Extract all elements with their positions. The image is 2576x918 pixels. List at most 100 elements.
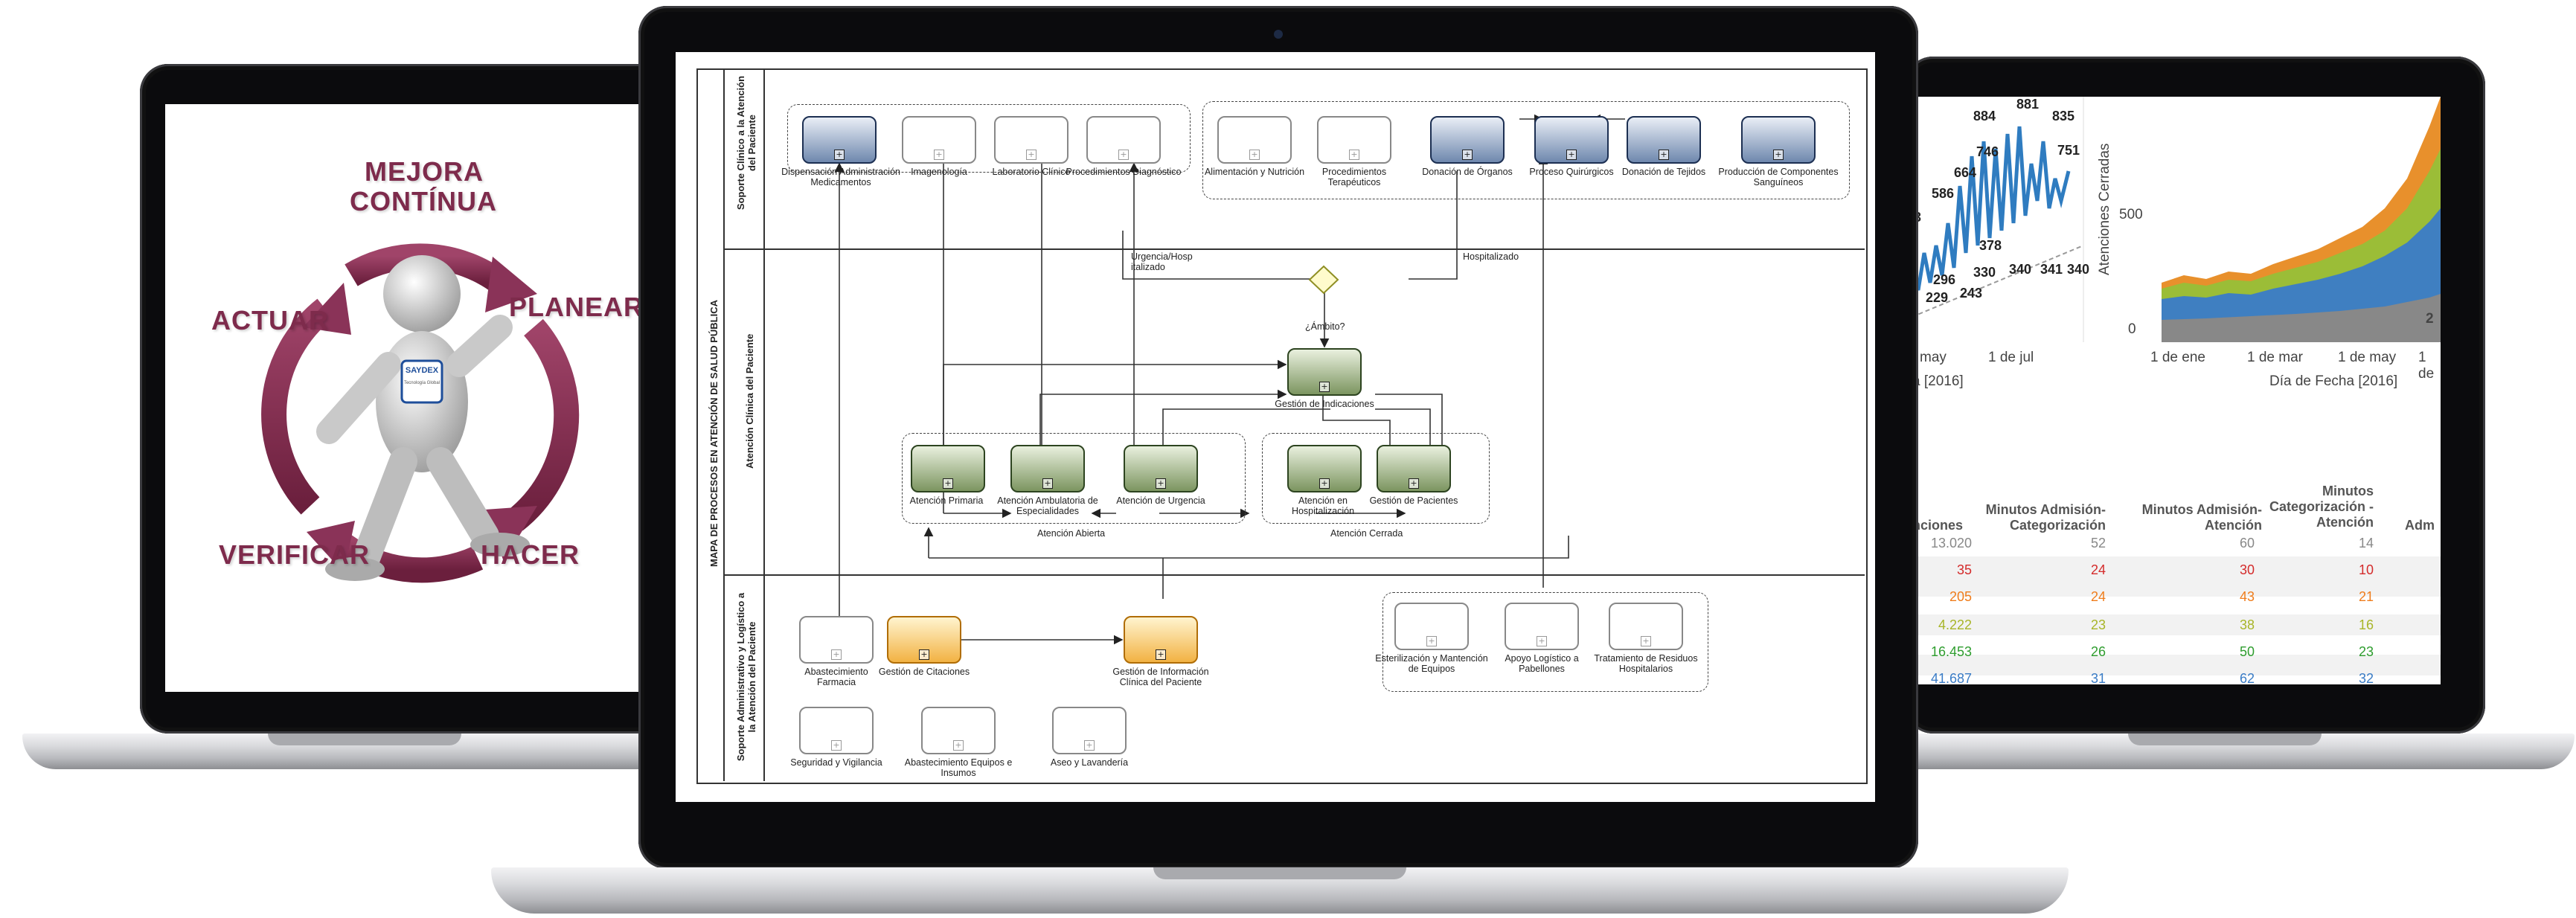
task-atencion-ambulatoria[interactable]: + [1010, 445, 1085, 492]
task-apoyo-logistico[interactable]: + [1505, 603, 1579, 650]
cell-r4c1: 26 [2090, 644, 2106, 659]
laptop-right-base [1875, 734, 2575, 769]
label-atencion-primaria: Atención Primaria [909, 495, 984, 506]
label-procedimientos-diag: Procedimientos Diagnóstico [1066, 167, 1182, 177]
task-atencion-primaria[interactable]: + [911, 445, 985, 492]
cell-r1c2: 30 [2239, 562, 2255, 577]
th-adm: Adm [2405, 518, 2435, 533]
task-gestion-indicaciones[interactable]: + [1287, 348, 1362, 396]
label-donacion-organos: Donación de Órganos [1422, 167, 1513, 177]
task-esterilizacion[interactable]: + [1394, 603, 1469, 650]
label-gestion-info: Gestión de Información Clínica del Pacie… [1112, 667, 1209, 687]
cell-r2c0: 205 [1949, 589, 1972, 604]
value-340b: 340 [2067, 262, 2090, 277]
task-procedimientos-ter[interactable]: + [1317, 116, 1391, 164]
left-x-tick-may: may [1920, 350, 1947, 365]
bpmn-pool [696, 68, 1868, 784]
value-296: 296 [1933, 272, 1956, 287]
cell-r1c0: 35 [1956, 562, 1972, 577]
label-continua: CONTÍNUA [350, 186, 497, 216]
cell-r5c3: 32 [2358, 671, 2374, 684]
label-tratamiento-residuos: Tratamiento de Residuos Hospitalarios [1594, 653, 1698, 674]
laptop-center-screen: MAPA DE PROCESOS EN ATENCIÓN DE SALUD PÚ… [676, 52, 1875, 802]
label-hacer: HACER [481, 539, 580, 570]
task-tratamiento-residuos[interactable]: + [1609, 603, 1683, 650]
cell-r5c1: 31 [2090, 671, 2106, 684]
laptop-left-base [22, 734, 707, 769]
label-apoyo-logistico: Apoyo Logístico a Pabellones [1505, 653, 1579, 674]
camera-icon [1274, 30, 1283, 39]
value-881: 881 [2016, 97, 2040, 112]
label-gestion-indicaciones: Gestión de Indicaciones [1275, 399, 1374, 409]
label-atencion-abierta: Atención Abierta [1037, 528, 1106, 539]
cell-r0c1: 52 [2090, 536, 2106, 551]
label-urgencia: Urgencia/Hosp italizado [1131, 251, 1193, 272]
task-procedimientos-diag[interactable]: + [1086, 116, 1161, 164]
task-gestion-pacientes[interactable]: + [1377, 445, 1451, 492]
th-min-adm-cat: Minutos Admisión-Categorización [1985, 502, 2106, 533]
group-atencion-abierta [902, 433, 1246, 524]
task-abastecimiento-farmacia[interactable]: + [799, 616, 874, 664]
gateway-ambito [1308, 265, 1339, 295]
task-gestion-citaciones[interactable]: + [887, 616, 961, 664]
badge-title: SAYDEX [405, 366, 439, 375]
task-alimentacion[interactable]: + [1217, 116, 1292, 164]
task-gestion-info[interactable]: + [1124, 616, 1198, 664]
table-row-stripe [1905, 655, 2441, 675]
right-x-tick-1: 1 de mar [2247, 350, 2303, 365]
lane-divider-1 [725, 248, 1865, 250]
value-330: 330 [1973, 265, 1996, 280]
cell-r4c0: 16.453 [1930, 644, 1972, 659]
table-row-stripe [1905, 614, 2441, 635]
task-aseo[interactable]: + [1052, 707, 1127, 754]
right-area-chart [2162, 97, 2441, 342]
group-soporte-clinico-1 [787, 104, 1191, 173]
right-y-tick-0: 0 [2128, 321, 2136, 337]
cell-r5c0: 41.687 [1930, 671, 1972, 684]
task-seguridad[interactable]: + [799, 707, 874, 754]
laptop-left-screen: SAYDEX Tecnología Global MEJORA CONTÍNUA… [165, 104, 679, 692]
value-835: 835 [2052, 109, 2075, 123]
badge-subtitle: Tecnología Global [403, 381, 440, 385]
cell-r3c0: 4.222 [1938, 617, 1972, 632]
label-donacion-tejidos: Donación de Tejidos [1621, 167, 1706, 177]
label-gestion-pacientes: Gestión de Pacientes [1369, 495, 1458, 506]
right-y-tick-500: 500 [2119, 207, 2143, 222]
label-imagenologia: Imagenología [911, 167, 967, 177]
label-esterilizacion: Esterilización y Mantención de Equipos [1375, 653, 1488, 674]
value-341: 341 [2040, 262, 2063, 277]
label-atencion-cerrada: Atención Cerrada [1330, 528, 1403, 539]
label-alimentacion: Alimentación y Nutrición [1204, 167, 1305, 177]
pool-header-divider [723, 68, 725, 781]
th-atenciones: enciones [1905, 518, 1964, 533]
cell-r1c1: 24 [2090, 562, 2106, 577]
label-atencion-hosp: Atención en Hospitalización [1291, 495, 1355, 516]
task-produccion-componentes[interactable]: + [1741, 116, 1816, 164]
cell-r2c1: 24 [2090, 589, 2106, 604]
task-proceso-quirurgicos[interactable]: + [1534, 116, 1609, 164]
value-243: 243 [1960, 286, 1983, 301]
task-dispensacion[interactable]: + [802, 116, 877, 164]
task-laboratorio[interactable]: + [994, 116, 1068, 164]
task-abastecimiento-equipos[interactable]: + [921, 707, 996, 754]
task-donacion-organos[interactable]: + [1430, 116, 1505, 164]
value-340: 340 [2009, 262, 2032, 277]
task-atencion-urgencia[interactable]: + [1124, 445, 1198, 492]
task-imagenologia[interactable]: + [902, 116, 976, 164]
label-ambito: ¿Ámbito? [1305, 321, 1345, 332]
group-atencion-cerrada [1262, 433, 1490, 524]
label-procedimientos-ter: Procedimientos Terapéuticos [1321, 167, 1387, 187]
left-x-tick-jul: 1 de jul [1988, 350, 2034, 365]
label-gestion-citaciones: Gestión de Citaciones [878, 667, 970, 677]
cell-r0c3: 14 [2358, 536, 2374, 551]
th-min-adm-aten: Minutos Admisión-Atención [2141, 502, 2262, 533]
cell-r2c3: 21 [2358, 589, 2374, 604]
label-aseo: Aseo y Lavandería [1050, 757, 1129, 768]
task-atencion-hosp[interactable]: + [1287, 445, 1362, 492]
cell-r3c3: 16 [2358, 617, 2374, 632]
label-proceso-quirurgicos: Proceso Quirúrgicos [1529, 167, 1614, 177]
label-planear: PLANEAR [509, 292, 644, 322]
right-x-label: Día de Fecha [2016] [2269, 373, 2398, 389]
task-donacion-tejidos[interactable]: + [1627, 116, 1701, 164]
cell-r0c0: 13.020 [1930, 536, 1972, 551]
